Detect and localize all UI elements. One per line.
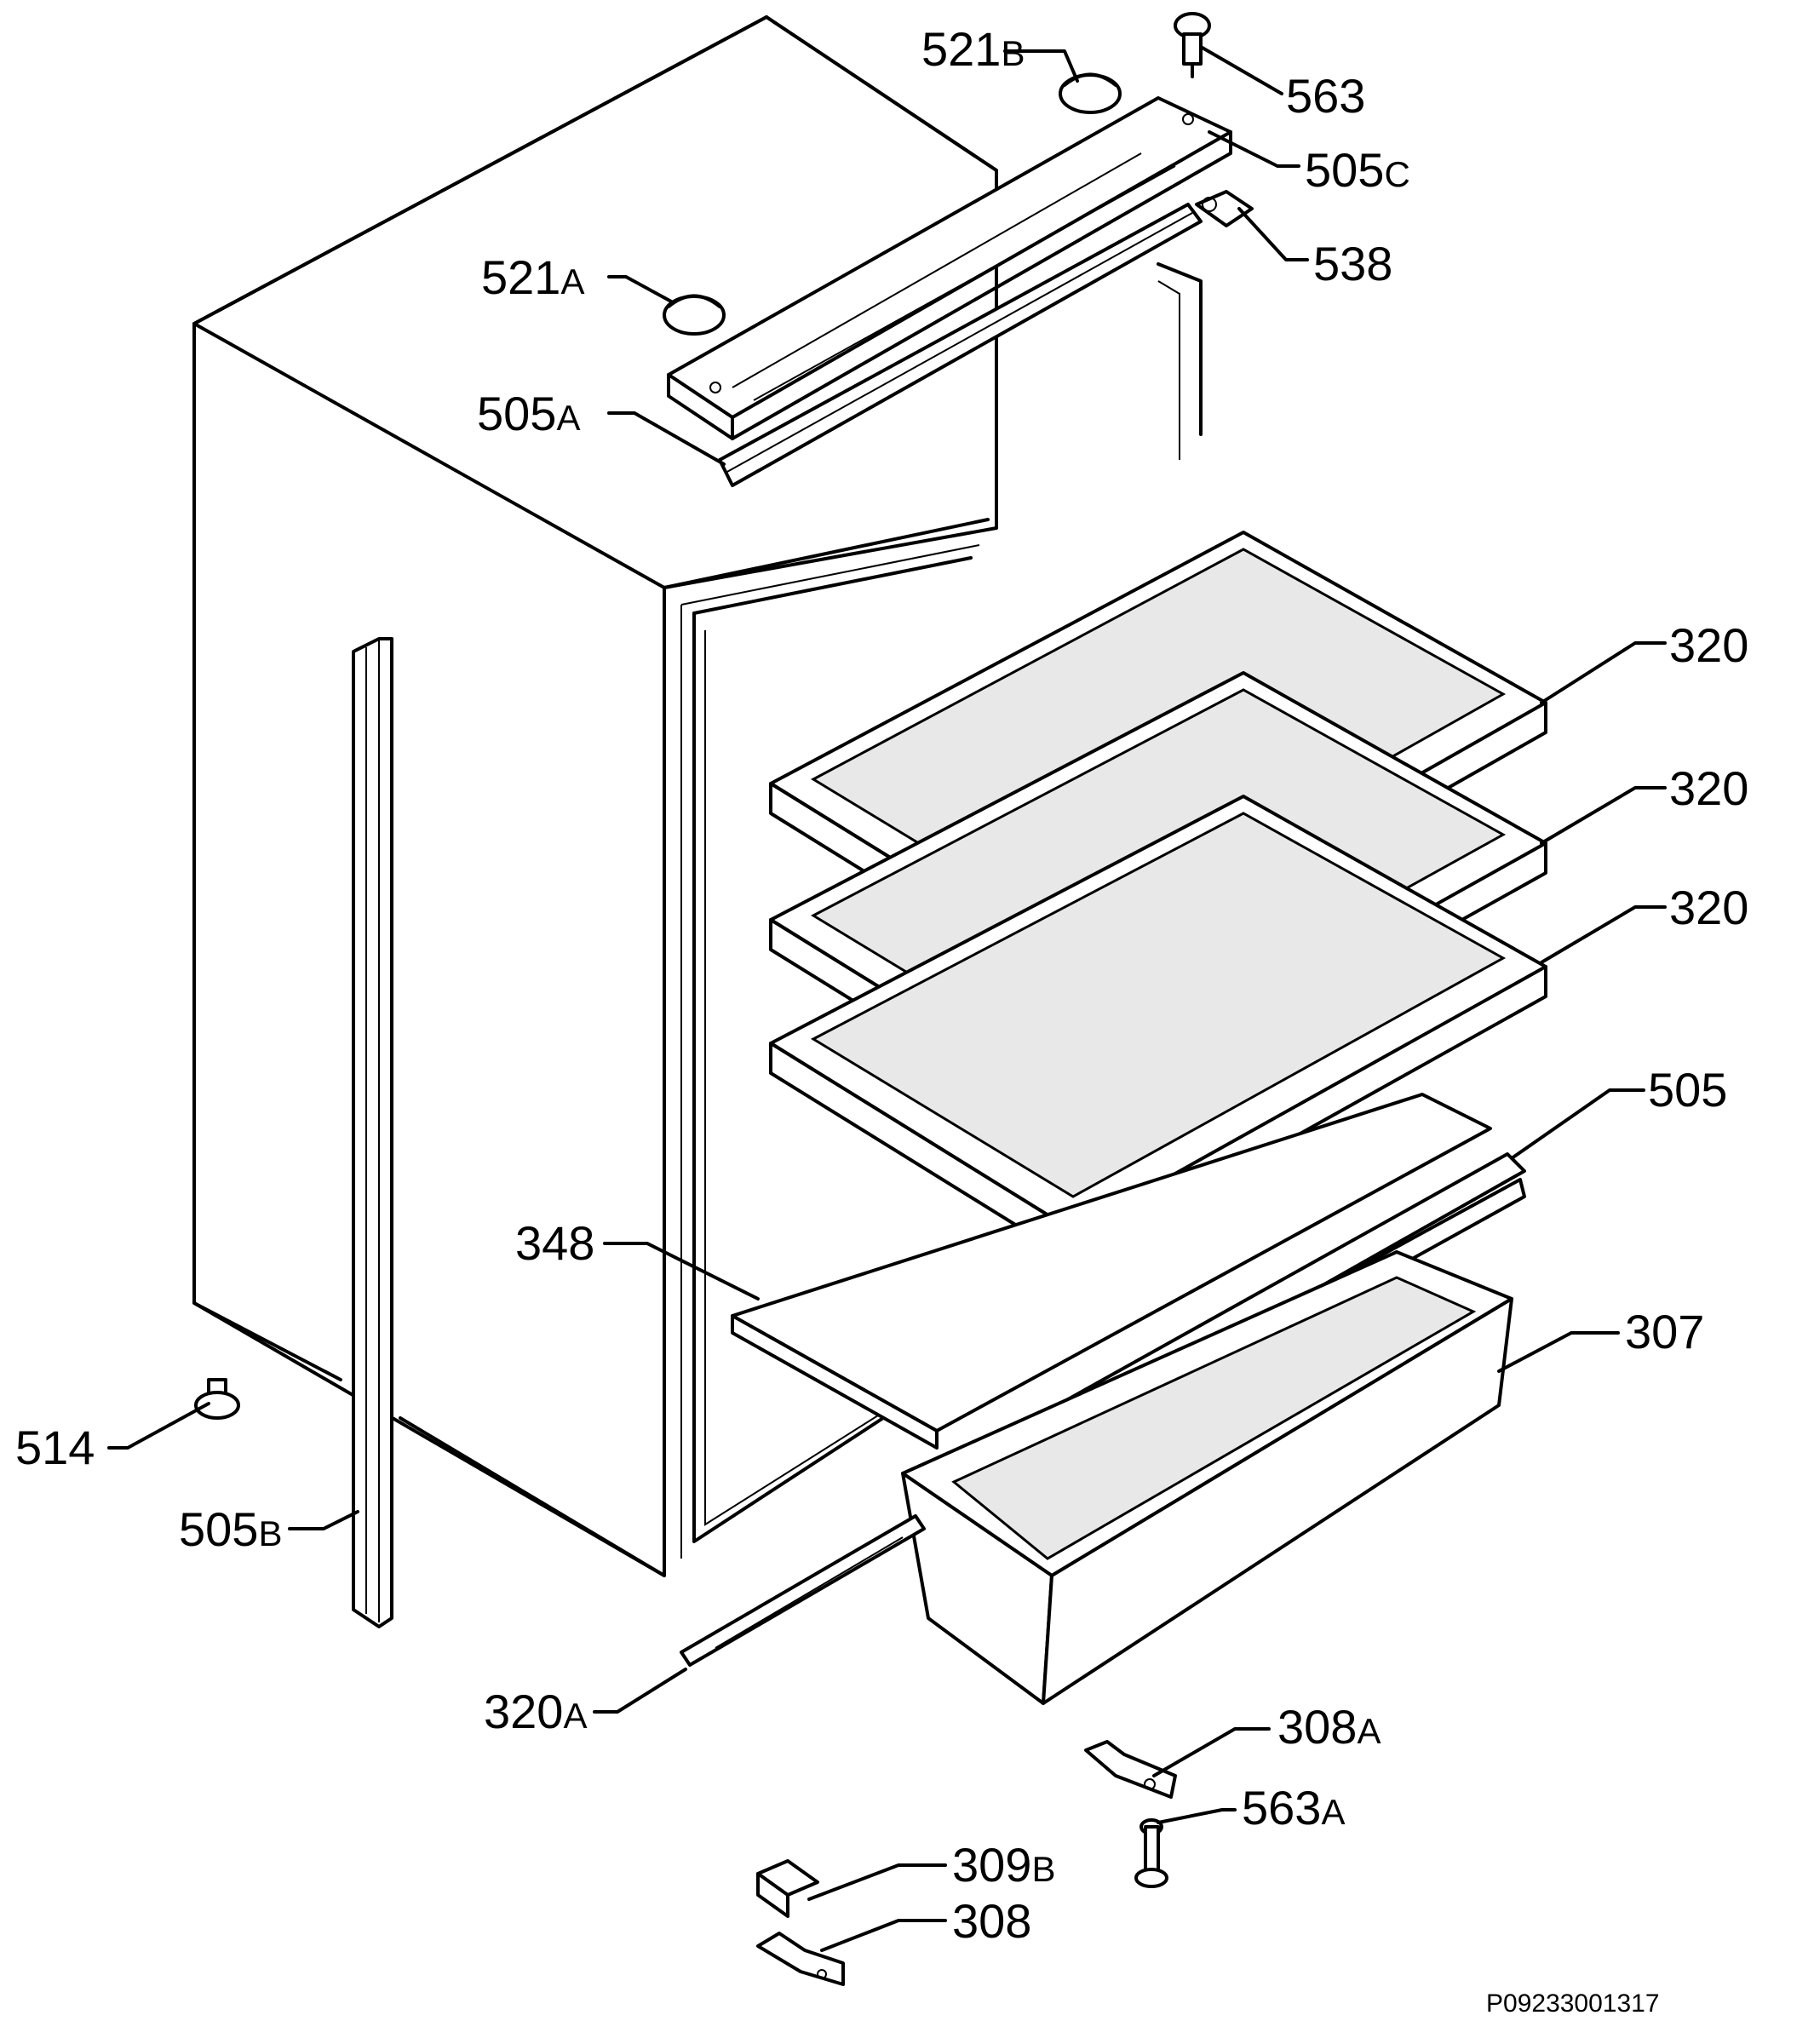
label-309b: 309B bbox=[952, 1838, 1056, 1892]
label-514: 514 bbox=[15, 1421, 95, 1474]
bracket-308a bbox=[1084, 1740, 1177, 1799]
label-521b: 521B bbox=[921, 22, 1025, 76]
label-505a: 505A bbox=[477, 387, 581, 440]
label-505b: 505B bbox=[179, 1502, 283, 1556]
bracket-308 bbox=[756, 1932, 845, 1986]
label-320-top: 320 bbox=[1669, 618, 1749, 672]
top-hinge-bracket bbox=[667, 96, 1232, 440]
hinge-538 bbox=[1195, 190, 1254, 227]
label-521a: 521A bbox=[481, 250, 585, 304]
drawing-code: P09233001317 bbox=[1486, 1989, 1660, 2018]
label-308a: 308A bbox=[1277, 1700, 1381, 1754]
cap-521a bbox=[663, 294, 726, 336]
cap-309b bbox=[756, 1859, 819, 1918]
shelf-rail bbox=[680, 1514, 926, 1667]
door-seal-strip bbox=[352, 637, 393, 1628]
glass-plate bbox=[731, 1093, 1492, 1450]
label-563a: 563A bbox=[1242, 1781, 1346, 1834]
foot-514 bbox=[194, 1378, 240, 1420]
label-308: 308 bbox=[952, 1894, 1032, 1948]
label-320a: 320A bbox=[484, 1685, 588, 1738]
label-563: 563 bbox=[1286, 69, 1366, 123]
screw-563a bbox=[1134, 1818, 1168, 1888]
cap-521b bbox=[1059, 72, 1122, 114]
crisper-drawer bbox=[901, 1250, 1513, 1705]
label-320-lower: 320 bbox=[1669, 881, 1749, 934]
label-320-middle: 320 bbox=[1669, 761, 1749, 815]
leader-lines bbox=[107, 45, 1667, 1952]
label-505c: 505C bbox=[1305, 143, 1410, 197]
pin-563 bbox=[1174, 12, 1211, 78]
label-538: 538 bbox=[1313, 237, 1393, 290]
label-307: 307 bbox=[1625, 1305, 1705, 1358]
label-348: 348 bbox=[515, 1216, 595, 1270]
shelf-lower bbox=[769, 795, 1547, 1262]
label-505: 505 bbox=[1648, 1063, 1728, 1117]
hinge-rail bbox=[718, 203, 1203, 487]
